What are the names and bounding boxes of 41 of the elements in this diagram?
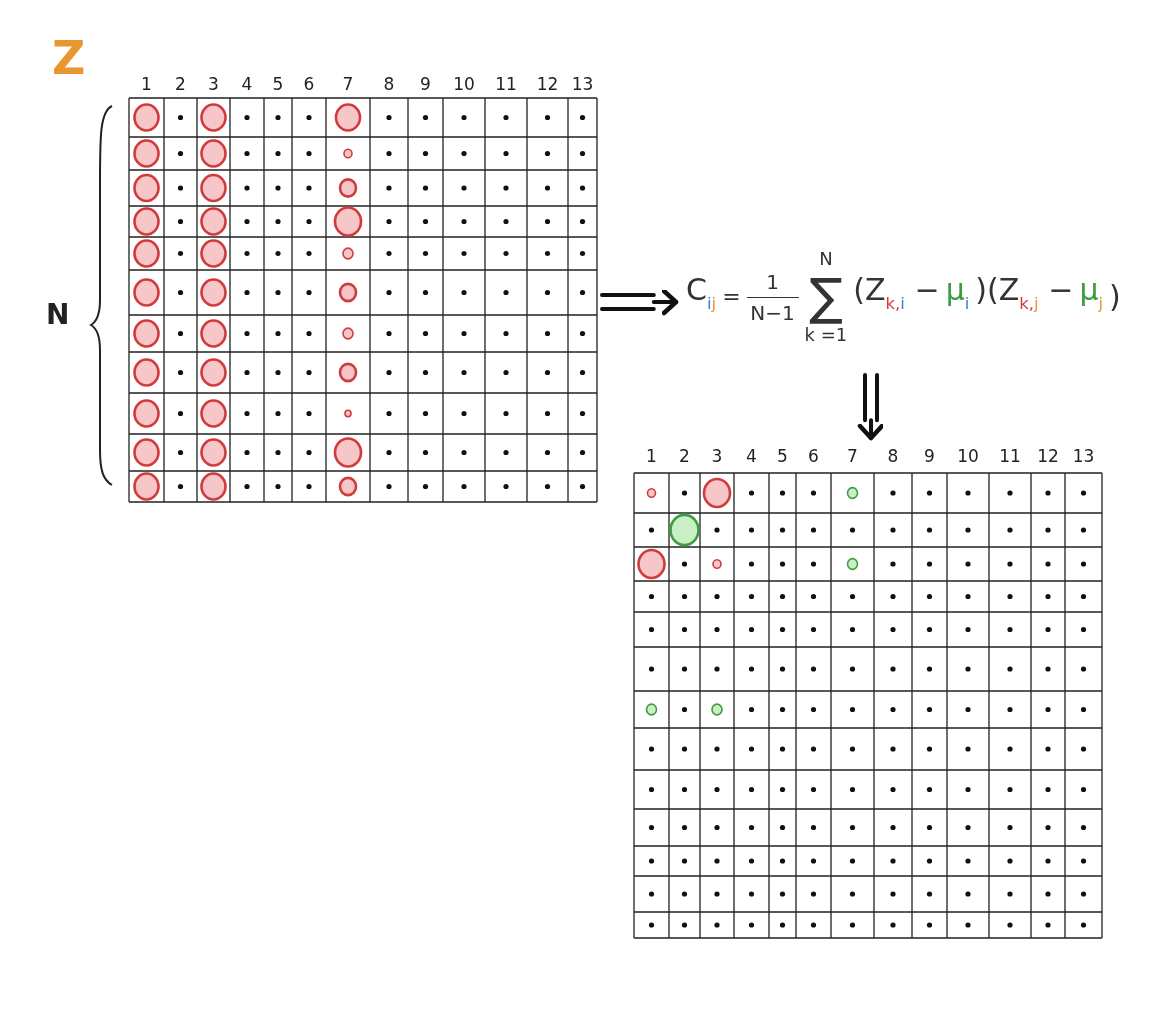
formula-term: )(Z$_{k,}$$_{j}$ − [975,272,1074,316]
row-count-label: N [46,300,70,330]
column-number: 10 [957,446,979,466]
formula-term: μ$_{i}$ [945,272,970,316]
column-number: 6 [303,74,315,94]
arrow [857,373,885,441]
formula-term: (Z$_{k,}$$_{i}$ − [853,272,940,316]
column-number: 12 [1037,446,1059,466]
column-number: 4 [746,446,757,466]
formula-term: μ$_{j}$ [1079,272,1104,316]
column-number: 8 [887,446,899,466]
column-number: 11 [495,74,517,94]
column-number: 11 [999,446,1021,466]
column-number: 7 [342,74,354,94]
column-number: 5 [272,74,284,94]
column-number: 13 [1072,446,1095,466]
column-number: 3 [711,446,723,466]
column-number: 9 [924,446,935,466]
column-number: 2 [679,446,690,466]
matrix-name: Z [52,33,86,83]
column-number: 3 [208,74,219,94]
column-number: 4 [241,74,253,94]
column-number: 2 [175,74,186,94]
summation-sign: ∑ [809,270,843,324]
formula-term: N [819,248,833,270]
column-number: 10 [453,74,475,94]
column-number: 9 [420,74,431,94]
formula-term: ) [1109,280,1121,314]
formula-term: k =1 [804,324,848,346]
column-number: 12 [536,74,559,94]
column-number: 8 [383,74,395,94]
arrow [600,288,679,316]
formula-term: = [722,284,741,310]
column-number: 13 [571,74,594,94]
column-number: 5 [777,446,788,466]
column-number: 1 [646,446,657,466]
column-number: 7 [847,446,858,466]
column-number: 1 [141,74,152,94]
formula-term: 1 [766,269,779,294]
column-number: 6 [808,446,819,466]
formula-term: N−1 [750,300,795,325]
